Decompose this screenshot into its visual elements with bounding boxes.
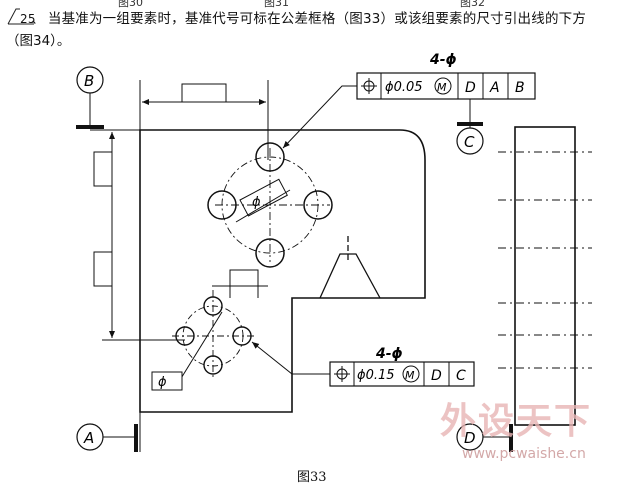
svg-text:A: A bbox=[83, 429, 94, 447]
watermark-logo: 外设天下 bbox=[440, 401, 593, 442]
lower-feature-control-frame: 4-ϕ ϕ0.15 M D C bbox=[251, 341, 475, 387]
svg-text:A: A bbox=[489, 80, 500, 96]
paragraph-line-1: 25、 当基准为一组要素时，基准代号可标在公差框格（图33）或该组要素的尺寸引出… bbox=[6, 7, 586, 27]
svg-text:B: B bbox=[84, 72, 94, 90]
svg-text:M: M bbox=[437, 81, 447, 94]
upper-hole-group bbox=[207, 142, 333, 268]
paragraph-text-1: 当基准为一组要素时，基准代号可标在公差框格（图33）或该组要素的尺寸引出线的下方 bbox=[47, 11, 587, 27]
svg-text:D: D bbox=[464, 429, 476, 447]
position-icon bbox=[334, 366, 350, 382]
svg-text:D: D bbox=[465, 80, 476, 96]
part-outline bbox=[139, 129, 426, 413]
prev-figure-label-32: 图32 bbox=[460, 0, 485, 9]
svg-text:M: M bbox=[405, 369, 415, 382]
number-badge-icon bbox=[7, 8, 34, 25]
prev-figure-label-30: 图30 bbox=[118, 0, 143, 9]
watermark-url: www.pcwaishe.cn bbox=[462, 446, 586, 462]
diameter-box-lower: ϕ bbox=[151, 371, 183, 391]
lower-hole-group bbox=[172, 269, 268, 381]
position-icon bbox=[361, 78, 377, 94]
paragraph-number: 25、 bbox=[6, 8, 48, 27]
datum-b-symbol: B bbox=[76, 66, 104, 129]
v-notch bbox=[319, 236, 381, 299]
left-dimension bbox=[90, 129, 185, 341]
top-dimension bbox=[139, 80, 269, 160]
prev-figure-label-31: 图31 bbox=[264, 0, 289, 9]
upper-feature-control-frame: 4-ϕ ϕ0.05 M D A B bbox=[282, 52, 536, 149]
datum-c-symbol: C bbox=[456, 99, 484, 155]
datum-a-symbol: A bbox=[76, 412, 141, 452]
svg-text:C: C bbox=[464, 133, 475, 151]
side-view bbox=[498, 126, 592, 426]
figure-caption: 图33 bbox=[297, 470, 327, 485]
svg-text:4-ϕ: 4-ϕ bbox=[429, 52, 457, 68]
diameter-label-upper: ϕ bbox=[252, 195, 261, 210]
datum-d-symbol: D bbox=[456, 423, 513, 452]
svg-text:B: B bbox=[515, 80, 525, 96]
svg-text:D: D bbox=[431, 368, 442, 384]
svg-text:ϕ0.15: ϕ0.15 bbox=[357, 368, 395, 383]
svg-text:C: C bbox=[456, 368, 466, 384]
svg-text:4-ϕ: 4-ϕ bbox=[375, 346, 403, 362]
svg-text:ϕ: ϕ bbox=[158, 375, 167, 390]
svg-text:ϕ0.05: ϕ0.05 bbox=[385, 80, 423, 95]
paragraph-text-2: （图34）。 bbox=[6, 33, 71, 49]
